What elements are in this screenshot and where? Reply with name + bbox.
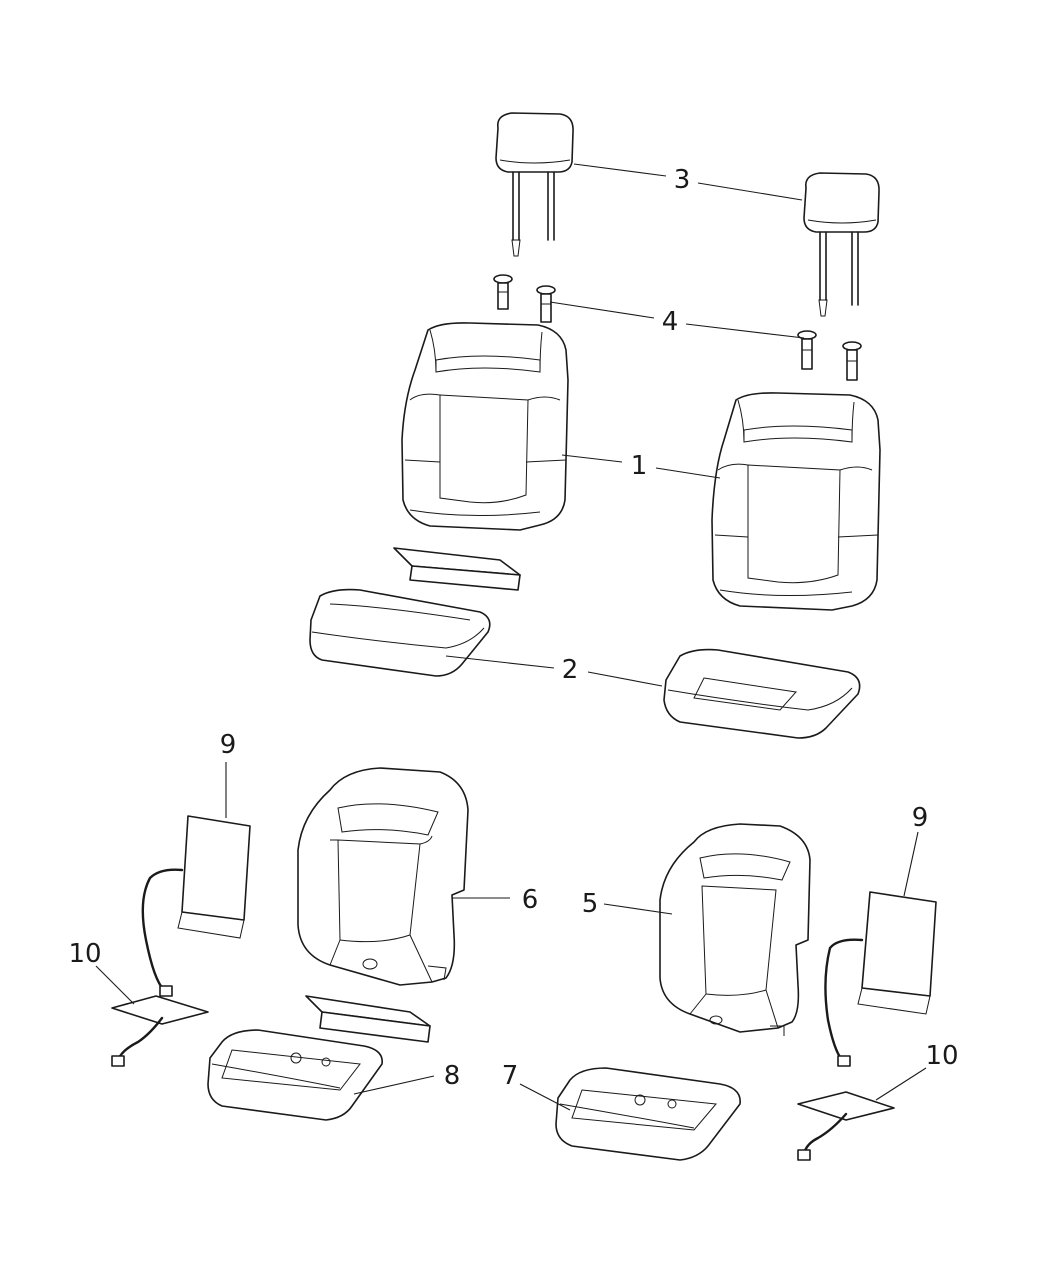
callout-9-left: 9: [220, 730, 237, 760]
callout-9-right: 9: [912, 803, 929, 833]
leader-2-right: [587, 671, 663, 687]
lumbar-pad-left: [393, 547, 521, 591]
callout-10-right: 10: [925, 1041, 958, 1071]
leader-4-left: [549, 301, 655, 319]
callout-1: 1: [631, 451, 648, 481]
leader-4-right: [685, 323, 805, 339]
leader-lines: [95, 163, 927, 1111]
headrest-guide-right-b: [842, 341, 862, 381]
leader-5: [603, 903, 673, 915]
callout-6: 6: [522, 885, 539, 915]
seat-cushion-foam-left: [207, 1029, 383, 1121]
leader-10-left: [95, 965, 135, 1005]
callout-3: 3: [674, 165, 691, 195]
seat-cushion-cover-right: [663, 648, 861, 739]
callout-5: 5: [582, 889, 599, 919]
leader-2-left: [445, 655, 555, 669]
seat-back-cover-right: [711, 392, 881, 611]
seat-back-heater-pad-left: [141, 815, 251, 997]
callout-7: 7: [502, 1061, 519, 1091]
callout-10-left: 10: [68, 939, 101, 969]
callout-4: 4: [662, 307, 679, 337]
headrest-right: [803, 172, 880, 317]
leader-1-left: [561, 454, 623, 463]
seat-cushion-heater-pad-right: [797, 1091, 895, 1161]
seat-back-heater-pad-right: [824, 891, 937, 1067]
leader-7: [519, 1083, 571, 1111]
cushion-support-piece-left: [305, 995, 431, 1043]
seat-back-cover-left: [401, 322, 569, 531]
leader-1-right: [655, 467, 721, 479]
headrest-left: [495, 112, 574, 257]
headrest-guide-left-b: [536, 285, 556, 323]
leader-3-right: [697, 182, 803, 201]
leader-3-left: [573, 163, 667, 177]
seat-cushion-heater-pad-left: [111, 995, 209, 1067]
callout-8: 8: [444, 1061, 461, 1091]
leader-9-right: [903, 831, 919, 897]
seat-back-foam-right: [659, 823, 811, 1036]
headrest-guide-left-a: [493, 274, 513, 310]
seat-back-foam-left: [297, 767, 469, 986]
seat-cushion-foam-right: [555, 1067, 741, 1161]
leader-10-right: [875, 1067, 927, 1101]
callout-2: 2: [562, 655, 579, 685]
leader-8: [353, 1075, 435, 1095]
seat-cushion-cover-left: [309, 588, 491, 677]
headrest-guide-right-a: [797, 330, 817, 370]
